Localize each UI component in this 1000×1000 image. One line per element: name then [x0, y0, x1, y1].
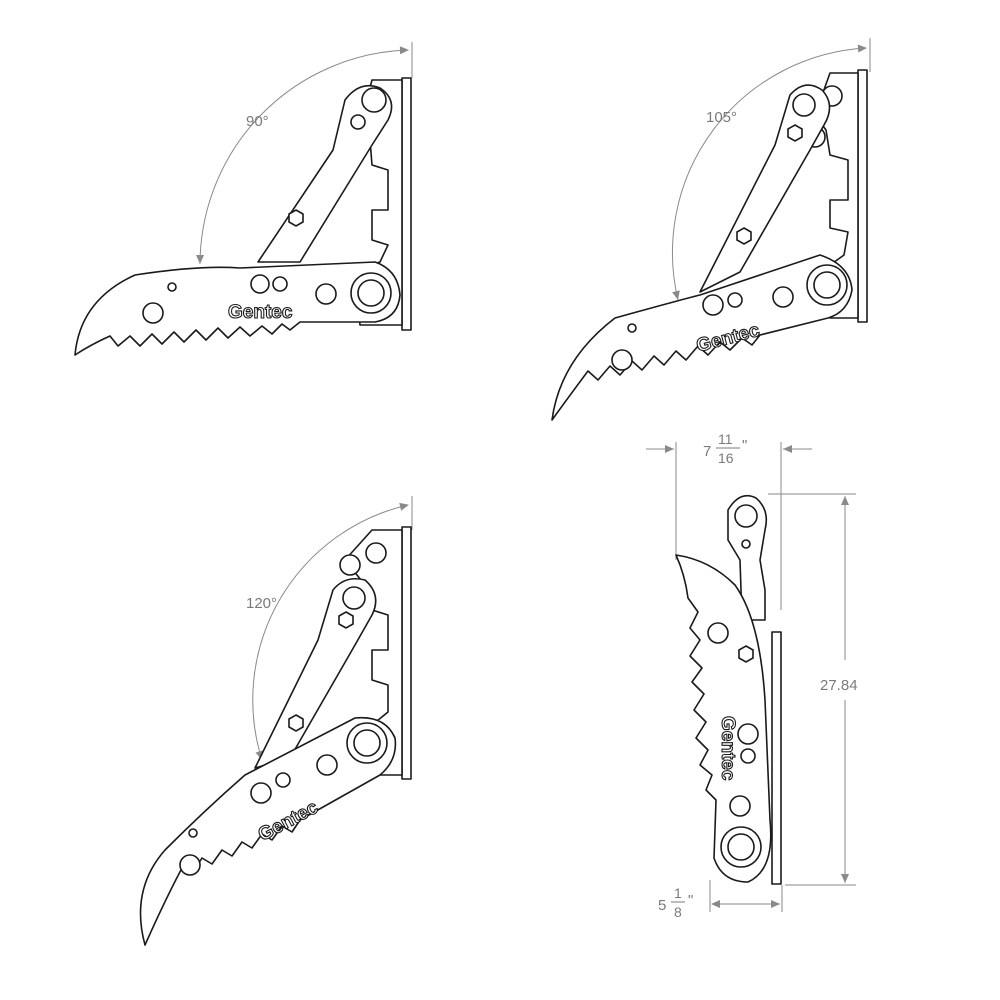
hex-bolt-icon [736, 227, 752, 245]
dimension-width-bottom: 5 1 8 " [658, 885, 693, 920]
bracket-hole [365, 542, 387, 564]
hex-bolt-icon [738, 645, 754, 663]
jaw-small-hole [188, 828, 198, 838]
dim-numerator: 11 [718, 431, 733, 447]
gentec-logo: Gentec [717, 716, 738, 781]
link-arm [727, 494, 768, 621]
dim-denominator: 8 [674, 904, 682, 920]
jaw-small-hole [167, 282, 177, 292]
main-pivot-inner [353, 729, 381, 757]
view-folded: 7 11 16 " 27.84 5 1 8 " [646, 431, 858, 920]
bolt-hole [350, 114, 366, 130]
gentec-logo: Gentec [228, 302, 293, 323]
pivot-hole [792, 93, 816, 117]
dim-unit: " [688, 892, 693, 909]
jaw-small-hole [627, 323, 637, 333]
view-120: 120° Gentec [139, 496, 413, 946]
dim-whole: 7 [703, 443, 711, 460]
mount-plate [401, 77, 412, 331]
link-pin-hole-small [740, 748, 756, 764]
mount-plate [401, 526, 412, 780]
link-pin-hole-small [727, 292, 743, 308]
jaw-hole [179, 854, 201, 876]
view-90: 90° Gentec [74, 42, 413, 356]
jaw-hole [611, 349, 633, 371]
jaw-hole [772, 286, 794, 308]
angle-label-90: 90° [246, 113, 269, 130]
view-105: 105° Gentec [551, 38, 871, 421]
jaw-hole [707, 622, 729, 644]
link-pin-hole [702, 294, 724, 316]
link-pin-hole [737, 723, 759, 745]
hex-bolt-icon [787, 124, 803, 142]
hex-bolt-icon [288, 714, 304, 732]
dim-denominator: 16 [718, 450, 734, 466]
main-pivot-inner [357, 279, 385, 307]
dim-unit: " [742, 437, 747, 454]
link-pin-hole-small [272, 276, 288, 292]
dim-whole: 5 [658, 897, 666, 914]
main-pivot-inner [727, 833, 755, 861]
link-pin-hole-small [275, 772, 291, 788]
pivot-hole [734, 504, 758, 528]
jaw-hole [142, 302, 164, 324]
angle-arc [196, 46, 409, 265]
main-pivot-inner [813, 271, 841, 299]
hex-bolt-icon [338, 611, 354, 629]
bracket [814, 72, 859, 319]
dimension-height: 27.84 [820, 677, 858, 694]
pivot-hole [361, 87, 387, 113]
jaw-hole [729, 795, 751, 817]
hex-bolt-icon [288, 209, 304, 227]
small-hole [741, 539, 751, 549]
angle-arc [252, 502, 409, 761]
link-pin-hole [250, 782, 272, 804]
angle-arc [671, 44, 867, 301]
bracket-hole [339, 554, 361, 576]
angle-label-120: 120° [246, 595, 277, 612]
pivot-hole [342, 586, 366, 610]
mount-plate [771, 631, 782, 885]
jaw-hole [315, 283, 337, 305]
jaw-hole [316, 754, 338, 776]
link-pin-hole [250, 274, 270, 294]
mount-plate [857, 69, 868, 323]
dim-numerator: 1 [674, 885, 682, 901]
jaw [74, 261, 401, 356]
dimension-width-top: 7 11 16 " [703, 431, 747, 466]
angle-label-105: 105° [706, 109, 737, 126]
